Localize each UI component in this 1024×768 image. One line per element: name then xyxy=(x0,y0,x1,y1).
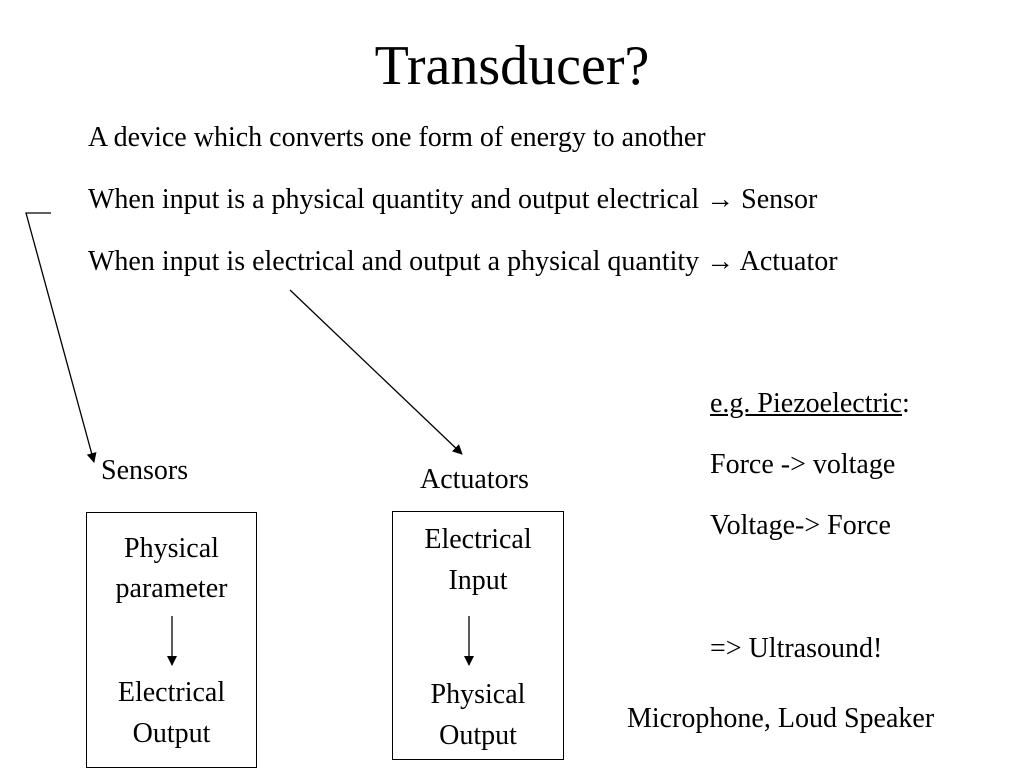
sensor-box: Physical parameter Electrical Output xyxy=(86,512,257,768)
actuators-heading: Actuators xyxy=(420,464,529,495)
sensor-input-line1: Physical xyxy=(124,533,219,564)
actuator-definition-text: When input is electrical and output a ph… xyxy=(88,246,838,277)
example-heading: e.g. Piezoelectric: xyxy=(710,387,910,421)
example-colon: : xyxy=(902,388,910,419)
example-line-voltage-force: Voltage-> Force xyxy=(710,510,891,541)
sensor-input-line2: parameter xyxy=(115,573,228,604)
actuator-input-line1: Electrical xyxy=(424,524,532,555)
actuator-box: Electrical Input Physical Output xyxy=(392,511,564,760)
actuator-output-line2: Output xyxy=(439,720,517,751)
sensor-pointer-arrow xyxy=(25,212,97,463)
actuator-output-line1: Physical xyxy=(430,679,526,710)
example-line-force-voltage: Force -> voltage xyxy=(710,449,896,480)
definition-text: A device which converts one form of ener… xyxy=(88,122,706,153)
sensor-definition-text: When input is a physical quantity and ou… xyxy=(88,184,818,215)
example-line-devices: Microphone, Loud Speaker xyxy=(627,703,935,734)
actuator-input-line2: Input xyxy=(448,565,508,596)
example-label: e.g. Piezoelectric xyxy=(710,388,903,419)
example-line-ultrasound: => Ultrasound! xyxy=(710,633,883,664)
sensors-heading: Sensors xyxy=(101,455,189,486)
actuator-pointer-arrow xyxy=(289,289,463,455)
sensor-output-line1: Electrical xyxy=(117,677,226,708)
sensor-output-line2: Output xyxy=(132,718,211,749)
slide-title: Transducer? xyxy=(374,35,650,97)
